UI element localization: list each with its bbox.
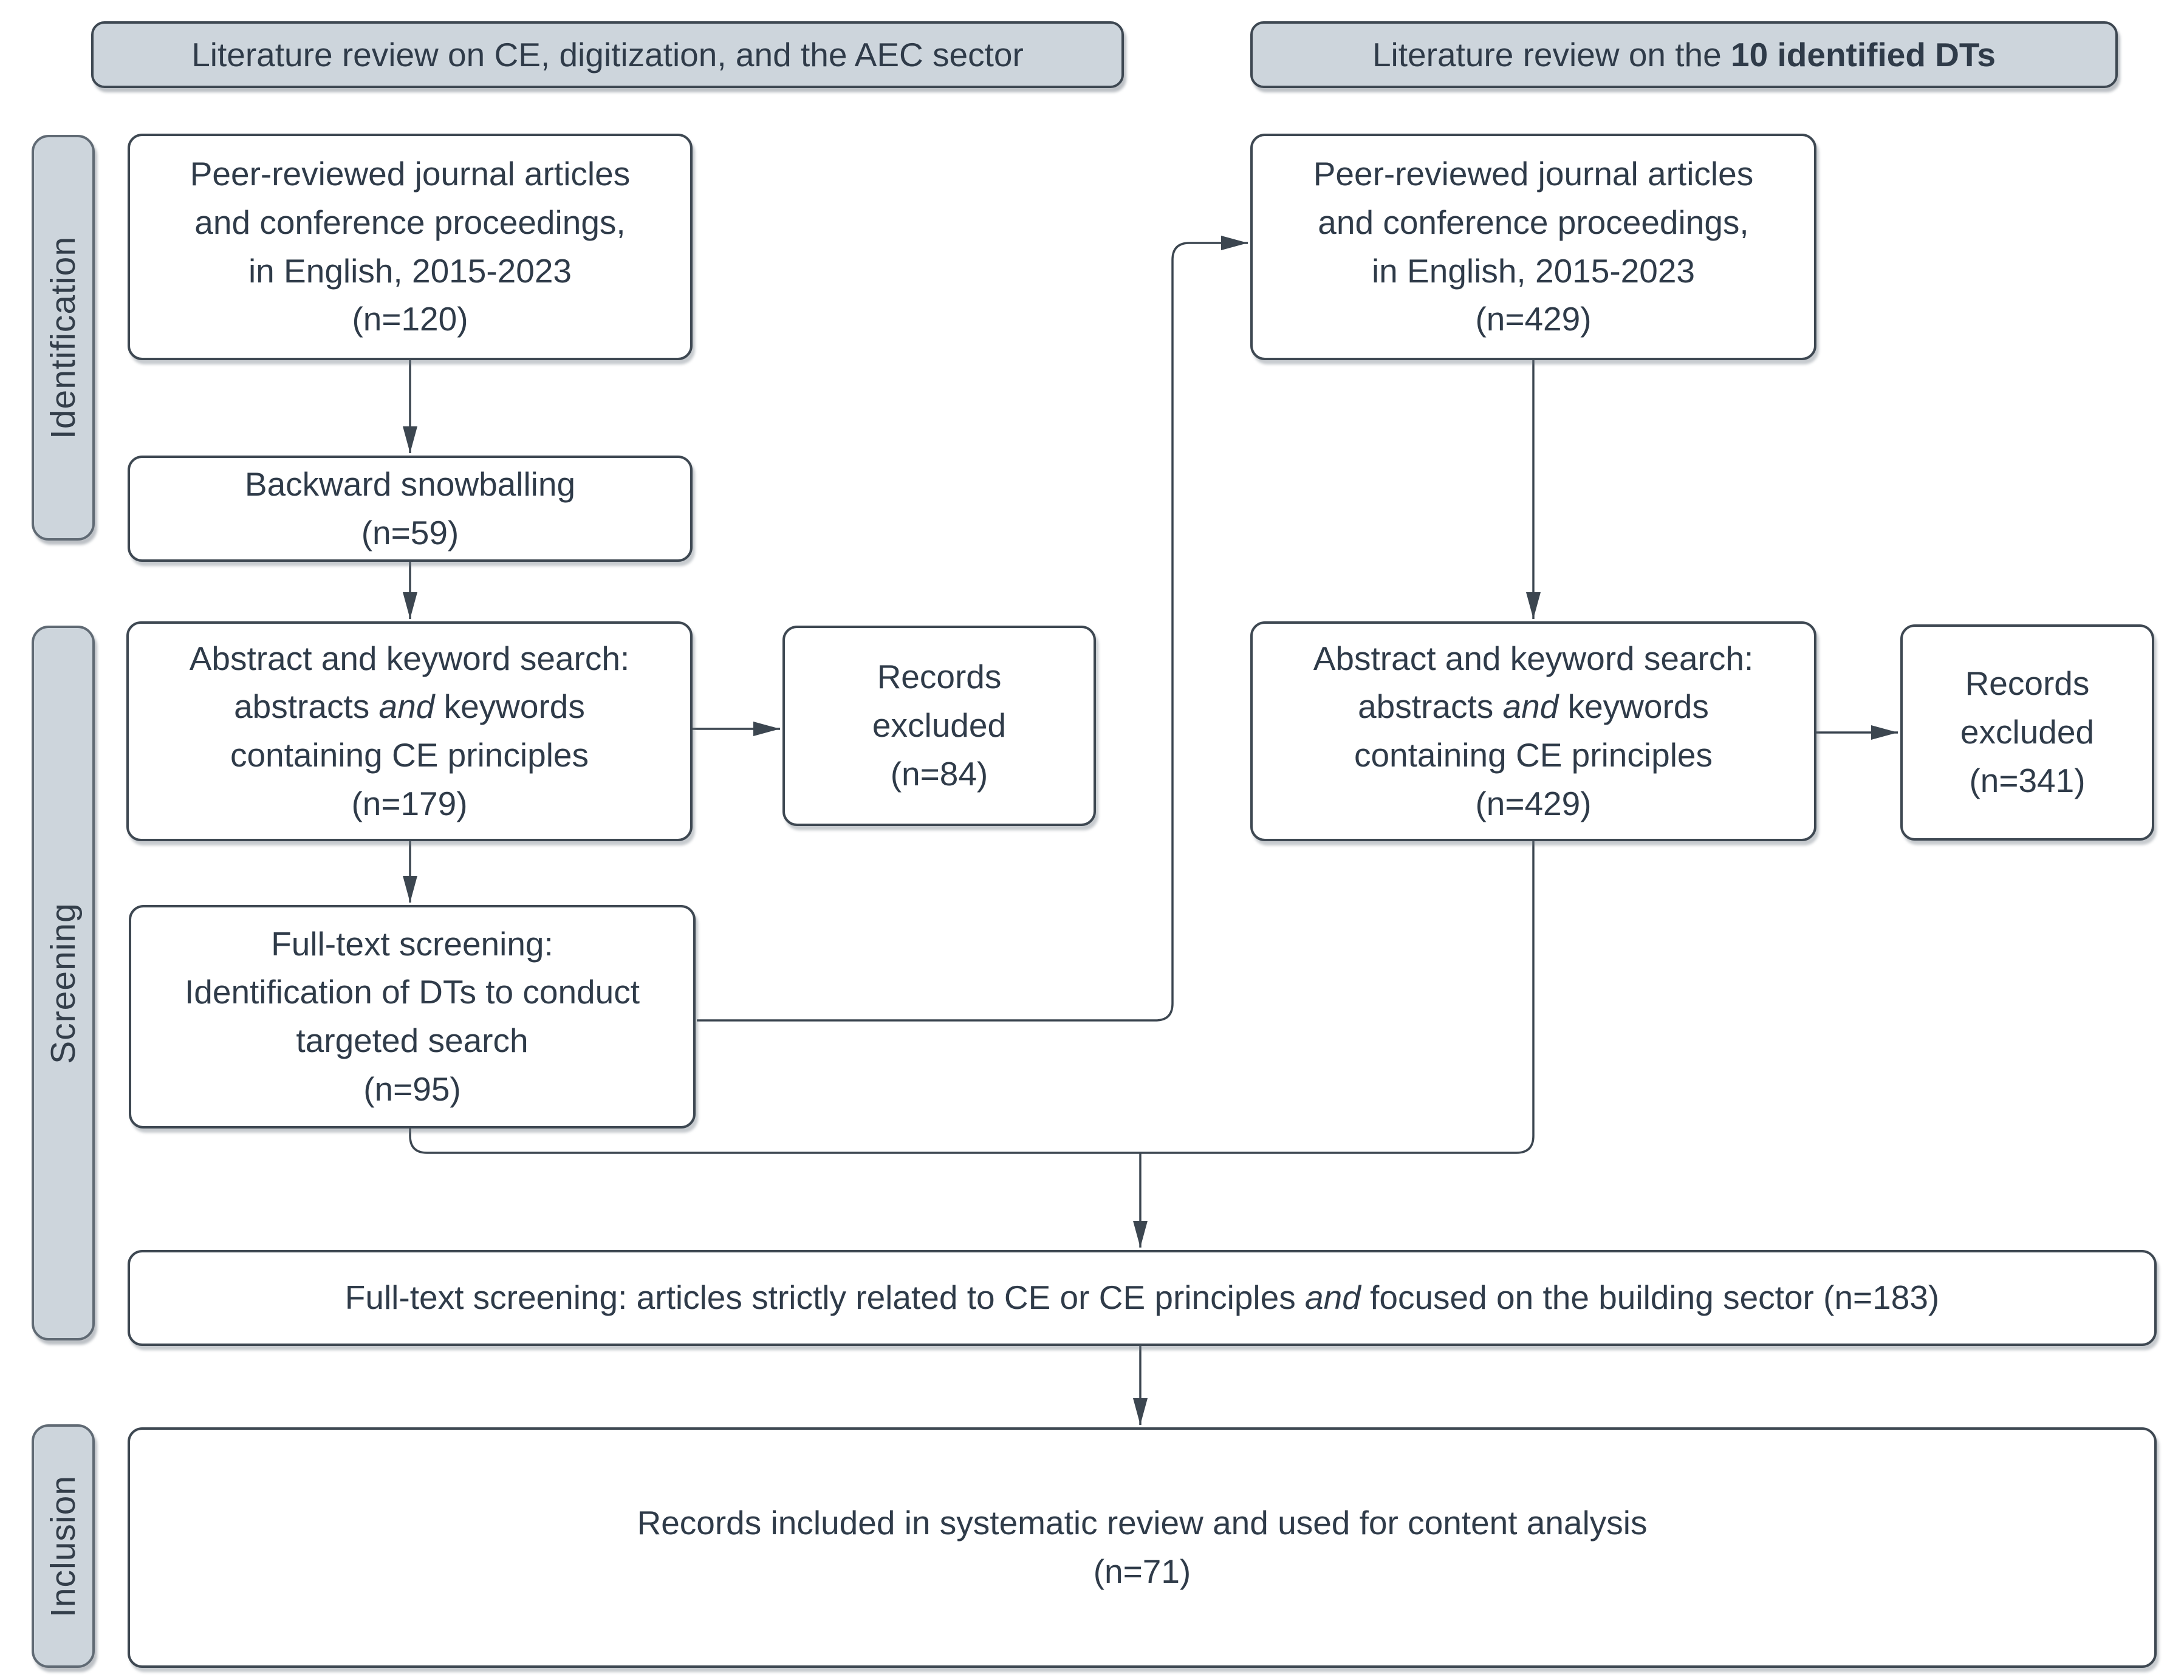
- box-fulltext-screening-dts-n95: Full-text screening: Identification of D…: [129, 905, 696, 1129]
- header-literature-review-dts: Literature review on the 10 identified D…: [1250, 21, 2118, 88]
- connector-abstract-right-to-merge: [1140, 841, 1535, 1154]
- header-literature-review-ce-aec: Literature review on CE, digitization, a…: [91, 21, 1124, 88]
- box-abstract-keyword-search-n429: Abstract and keyword search: abstracts a…: [1250, 621, 1816, 841]
- header-right-label: Literature review on the 10 identified D…: [1372, 36, 1996, 73]
- connector-fulltext-left-to-merge: [409, 1129, 1140, 1154]
- box-records-included-n71: Records included in systematic review an…: [128, 1427, 2157, 1668]
- stage-label-screening: Screening: [32, 626, 95, 1340]
- box-backward-snowballing-n59: Backward snowballing (n=59): [128, 456, 693, 562]
- box-records-excluded-n341: Records excluded (n=341): [1900, 624, 2154, 841]
- box-records-excluded-n84: Records excluded (n=84): [782, 626, 1096, 826]
- box-fulltext-screening-building-sector-n183: Full-text screening: articles strictly r…: [128, 1250, 2157, 1346]
- box-abstract-keyword-search-n179: Abstract and keyword search: abstracts a…: [126, 621, 693, 841]
- stage-label-identification: Identification: [32, 135, 95, 541]
- box-peer-reviewed-n120: Peer-reviewed journal articles and confe…: [128, 134, 693, 360]
- stage-label-inclusion: Inclusion: [32, 1424, 95, 1668]
- header-left-label: Literature review on CE, digitization, a…: [191, 36, 1024, 73]
- box-peer-reviewed-n429: Peer-reviewed journal articles and confe…: [1250, 134, 1816, 360]
